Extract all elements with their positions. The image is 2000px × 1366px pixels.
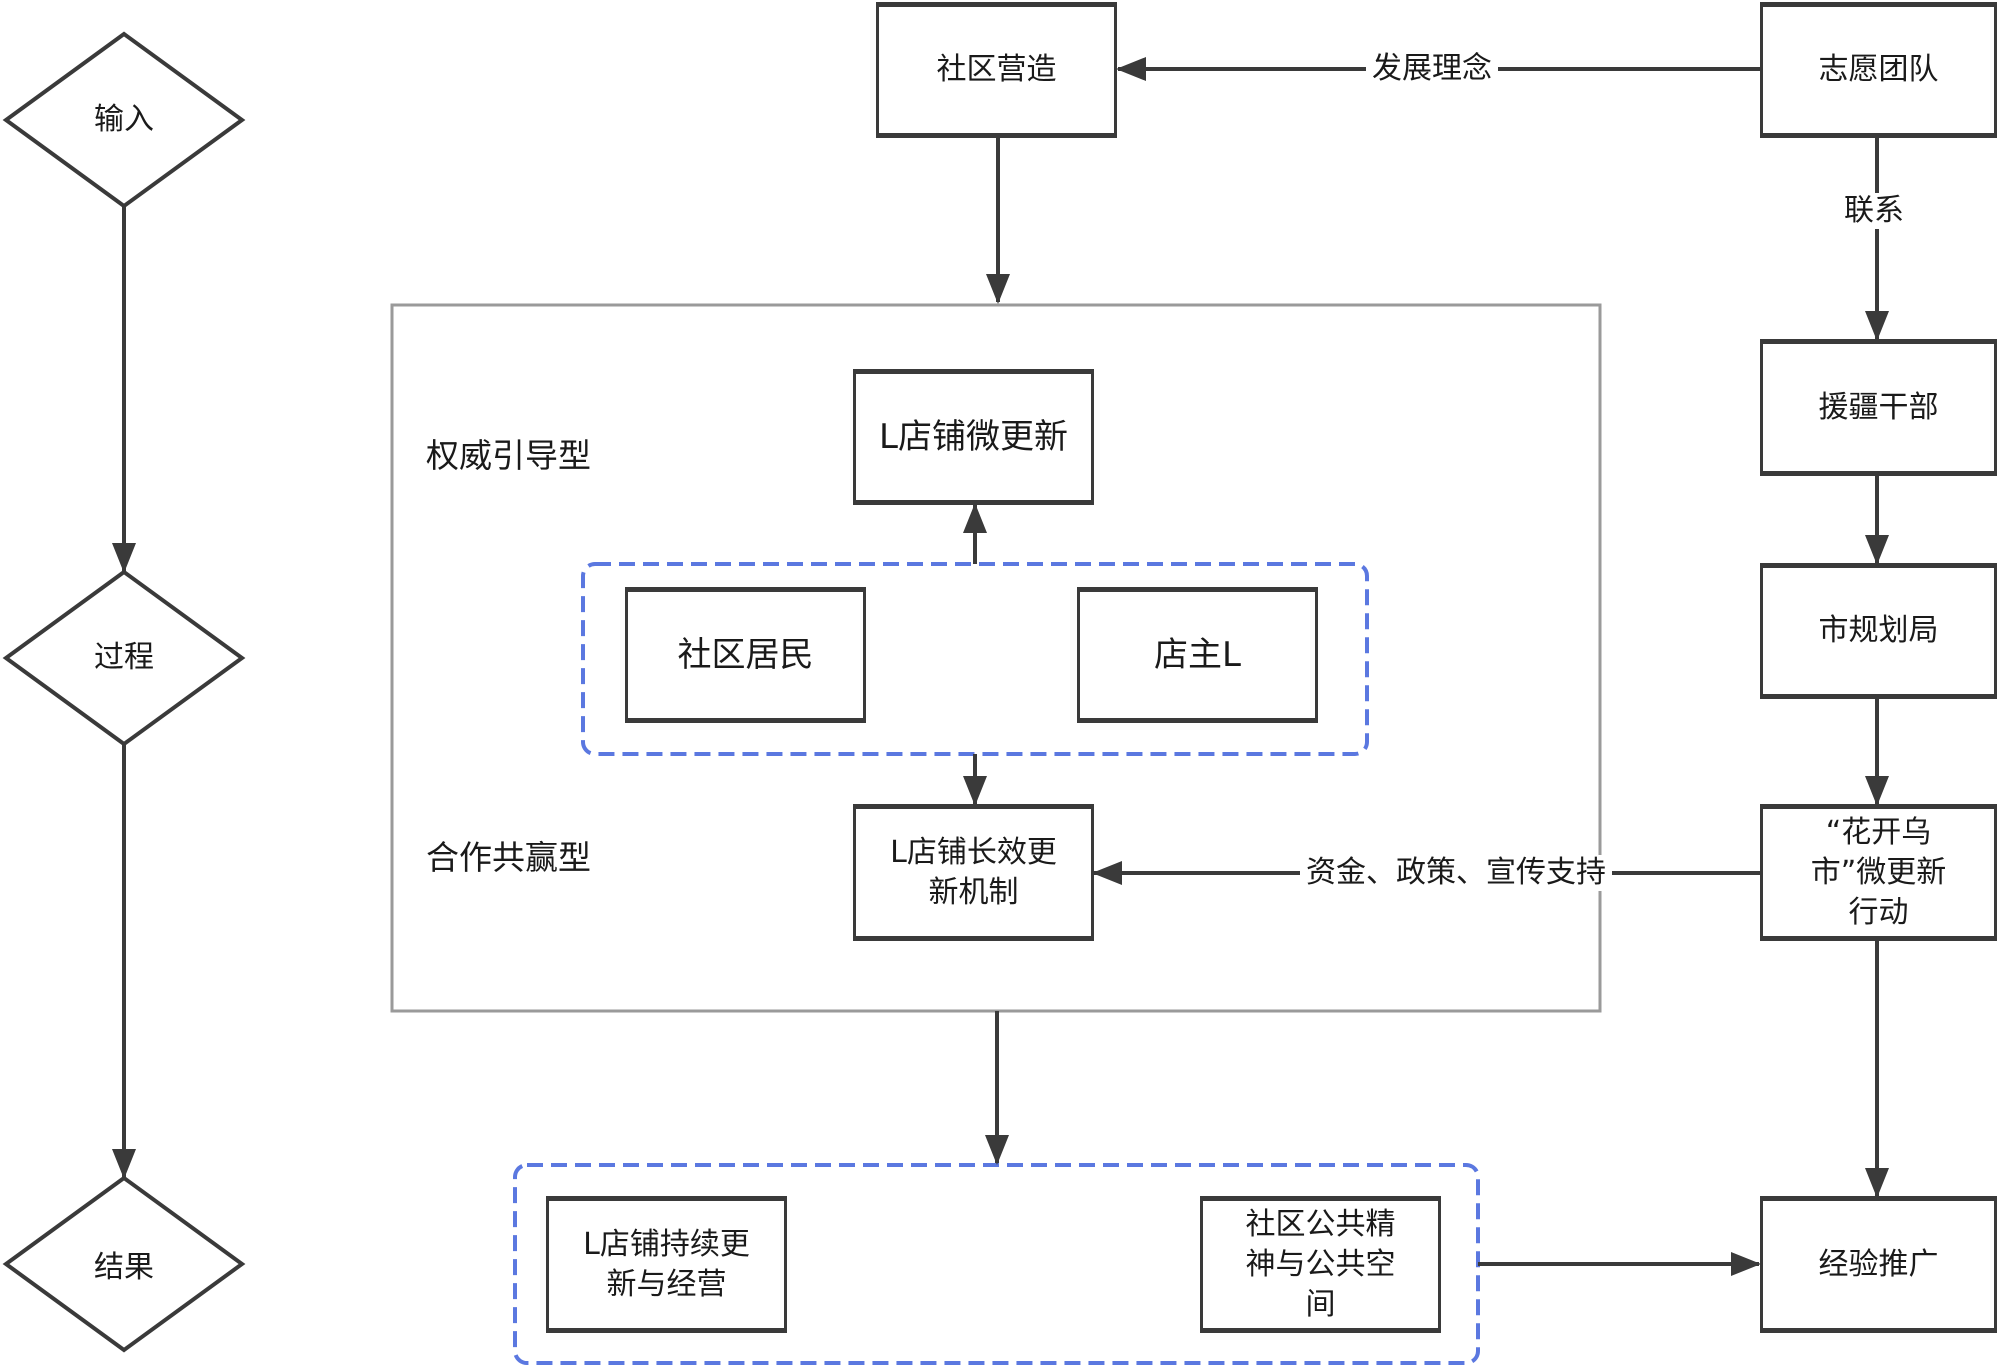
l-shop-sustained-node: L店铺持续更 新与经营 [546,1196,787,1333]
actors-group [581,562,1369,756]
l-shop-micro-renewal-node: L店铺微更新 [853,369,1094,505]
experience-promotion-node: 经验推广 [1760,1196,1997,1333]
result-diamond [2,1175,246,1353]
development-concept-edge-label: 发展理念 [1366,51,1498,87]
contact-edge-label: 联系 [1838,193,1910,229]
micro-renewal-action-node: “花开乌 市”微更新 行动 [1760,804,1997,941]
community-building-node: 社区营造 [876,2,1117,138]
cooperative-winwin-label: 合作共赢型 [426,838,591,877]
stage-process-label: 过程 [94,640,154,675]
volunteer-team-node: 志愿团队 [1760,2,1997,138]
stage-result-label: 结果 [94,1250,154,1285]
l-shop-longterm-mechanism-node: L店铺长效更 新机制 [853,804,1094,941]
community-residents-node: 社区居民 [625,587,866,723]
stage-input-label: 输入 [94,102,154,137]
support-edge-label: 资金、政策、宣传支持 [1300,855,1612,891]
aid-xinjiang-cadres-node: 援疆干部 [1760,339,1997,476]
shop-owner-l-node: 店主L [1077,587,1318,723]
public-spirit-space-node: 社区公共精 神与公共空 间 [1200,1196,1441,1333]
authority-guided-label: 权威引导型 [426,436,591,475]
city-planning-bureau-node: 市规划局 [1760,563,1997,699]
